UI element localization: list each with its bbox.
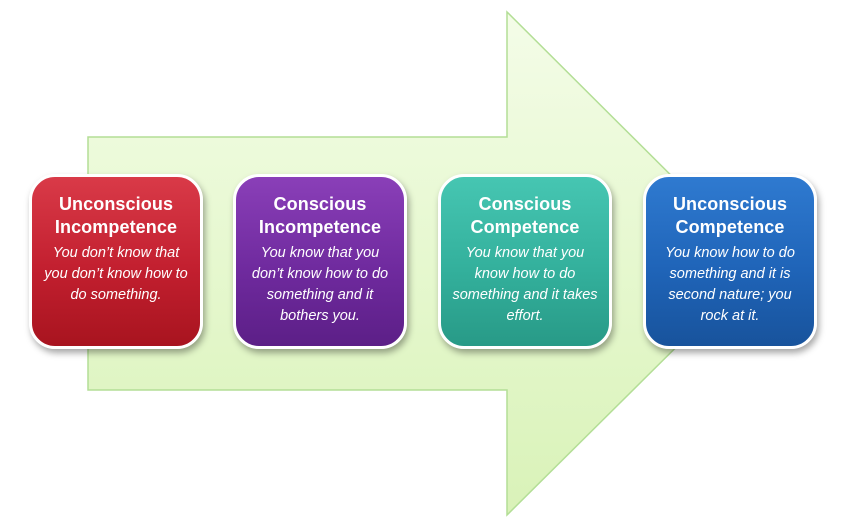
stage-card-conscious-competence: Conscious Competence You know that you k… — [438, 174, 612, 349]
stage-description: You know that you know how to do somethi… — [452, 245, 598, 324]
stage-title: Conscious Competence — [470, 194, 580, 237]
stage-description: You know how to do something and it is s… — [665, 245, 795, 324]
stage-title: Unconscious Competence — [672, 194, 788, 237]
stage-card-unconscious-competence: Unconscious Competence You know how to d… — [643, 174, 817, 349]
stage-card-unconscious-incompetence: Unconscious Incompetence You don’t know … — [29, 174, 203, 349]
stage-title: Conscious Incompetence — [258, 194, 382, 237]
stage-card-conscious-incompetence: Conscious Incompetence You know that you… — [233, 174, 407, 349]
stage-description: You don’t know that you don’t know how t… — [44, 245, 188, 303]
stage-title: Unconscious Incompetence — [54, 194, 178, 237]
stage-description: You know that you don’t know how to do s… — [251, 245, 389, 324]
arrow-shape — [87, 10, 762, 517]
